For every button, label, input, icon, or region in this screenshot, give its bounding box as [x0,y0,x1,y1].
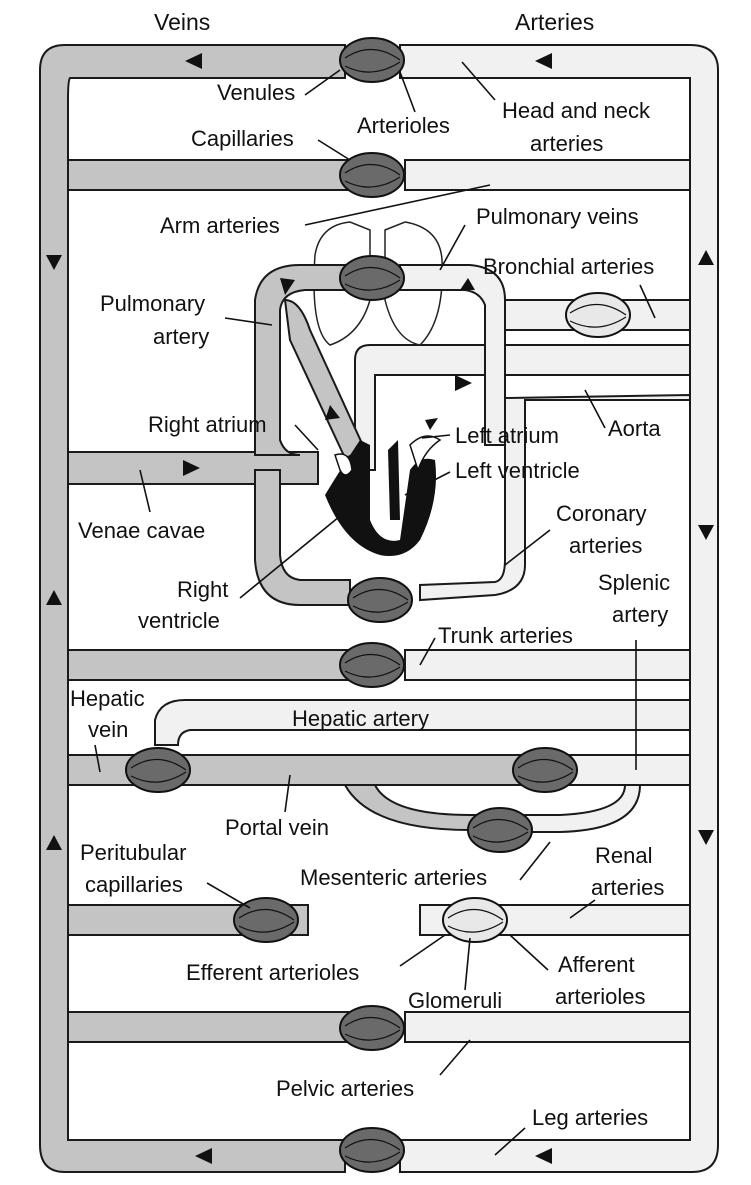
label-efferent-arterioles: Efferent arterioles [186,960,359,985]
arrow-up-icon [46,835,62,850]
label-trunk-arteries: Trunk arteries [438,623,573,648]
label-coronary-2: arteries [569,533,642,558]
label-capillaries: Capillaries [191,126,294,151]
pulmonary-circuit [254,221,506,606]
capillary-bronchial [565,292,631,338]
capillary-glomeruli [442,897,508,943]
arrow-up-icon [698,250,714,265]
capillary-trunk [339,642,405,688]
header-arteries: Arteries [515,9,594,35]
label-right-ventricle-1: Right [177,577,228,602]
leader-lines [94,61,656,1156]
heart [325,435,442,556]
label-coronary-1: Coronary [556,501,646,526]
label-leg-arteries: Leg arteries [532,1105,648,1130]
capillary-beds [125,37,631,1173]
label-venules: Venules [217,80,295,105]
label-glomeruli: Glomeruli [408,988,502,1013]
capillary-coronary [347,577,413,623]
arrow-left-icon [535,1148,552,1164]
arrow-left-icon [195,1148,212,1164]
label-head-neck-2: arteries [530,131,603,156]
capillary-mesenteric [467,807,533,853]
label-pulmonary-veins: Pulmonary veins [476,204,639,229]
label-splenic-2: artery [612,602,668,627]
label-hepatic-artery: Hepatic artery [292,706,429,731]
arrow-up-right-icon [280,278,295,295]
label-left-ventricle: Left ventricle [455,458,580,483]
arrow-down-icon [698,525,714,540]
arrow-right-icon [183,460,200,476]
labels: Veins Arteries Venules Arterioles Head a… [70,9,670,1130]
arrow-up-left-icon [325,405,340,420]
arrow-down-left-icon [425,418,438,430]
label-mesenteric-arteries: Mesenteric arteries [300,865,487,890]
capillary-lung [339,255,405,301]
label-bronchial-arteries: Bronchial arteries [483,254,654,279]
label-right-ventricle-2: ventricle [138,608,220,633]
label-arterioles: Arterioles [357,113,450,138]
label-hepatic-vein-1: Hepatic [70,686,145,711]
label-aorta: Aorta [608,416,661,441]
capillary-liver [125,747,191,793]
capillary-head [339,37,405,83]
capillary-arm [339,152,405,198]
label-hepatic-vein-2: vein [88,717,128,742]
arrow-left-icon [535,53,552,69]
arrow-down-icon [698,830,714,845]
label-pulmonary-artery-1: Pulmonary [100,291,205,316]
label-venae-cavae: Venae cavae [78,518,205,543]
label-afferent-1: Afferent [558,952,635,977]
arrow-down-icon [46,255,62,270]
arrow-up-icon [46,590,62,605]
label-right-atrium: Right atrium [148,412,267,437]
label-pulmonary-artery-2: artery [153,324,209,349]
label-peritubular-1: Peritubular [80,840,186,865]
capillary-leg [339,1127,405,1173]
label-left-atrium: Left atrium [455,423,559,448]
arrow-down-right-icon [460,278,475,290]
arrow-left-icon [185,53,202,69]
label-arm-arteries: Arm arteries [160,213,280,238]
label-renal-2: arteries [591,875,664,900]
label-head-neck-1: Head and neck [502,98,651,123]
header-veins: Veins [154,9,210,35]
label-renal-1: Renal [595,843,652,868]
label-splenic-1: Splenic [598,570,670,595]
capillary-pelvic [339,1005,405,1051]
label-afferent-2: arterioles [555,984,645,1009]
label-portal-vein: Portal vein [225,815,329,840]
flow-arrows [46,53,714,1164]
arrow-right-icon [455,375,472,391]
capillary-peritubular [233,897,299,943]
label-peritubular-2: capillaries [85,872,183,897]
label-pelvic-arteries: Pelvic arteries [276,1076,414,1101]
capillary-spleen [512,747,578,793]
